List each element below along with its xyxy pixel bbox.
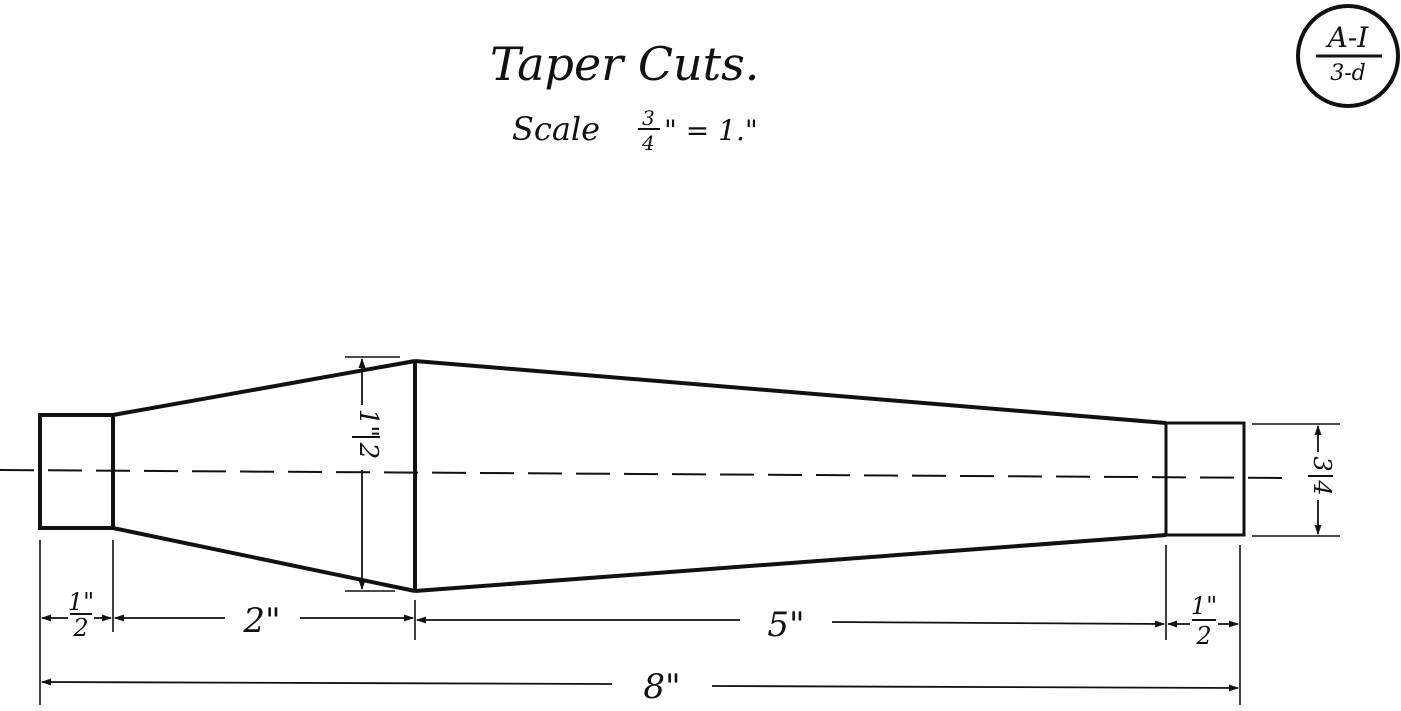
- left-taper-top-edge: [112, 359, 416, 417]
- dim-left-end-numerator: 1": [68, 588, 94, 616]
- dim-overall: 8": [643, 667, 680, 707]
- right-taper-bottom-edge: [414, 533, 1167, 593]
- dim-right-taper: 5": [767, 605, 804, 645]
- dim-right-end-diameter: 3 4: [1308, 456, 1336, 496]
- dim-left-end: 1" 2: [68, 588, 94, 642]
- scale-prefix: Scale: [512, 110, 600, 148]
- dim-right-end: 1" 2: [1191, 592, 1217, 650]
- drawing-title: Taper Cuts.: [490, 37, 759, 91]
- dim-left-end-denominator: 2: [72, 614, 88, 642]
- center-line: [0, 469, 1291, 479]
- scale-suffix: " = 1.": [664, 114, 758, 147]
- sheet-badge: A-I 3-d: [1296, 4, 1400, 108]
- dim-max-diameter: 1" 2: [352, 409, 383, 460]
- extension-lines: [39, 356, 1340, 705]
- left-taper-bottom-edge: [112, 526, 416, 593]
- dim-max-diameter-numerator: 1": [353, 409, 383, 438]
- right-cylinder: [1164, 421, 1246, 537]
- dim-right-end-denominator: 2: [1195, 622, 1211, 650]
- badge-circle: [1296, 4, 1400, 108]
- scale-numerator: 3: [642, 106, 655, 130]
- dimension-lines: [41, 358, 1322, 692]
- dim-left-taper: 2": [242, 601, 280, 641]
- scale-denominator: 4: [641, 131, 655, 155]
- badge-bottom: 3-d: [1330, 61, 1366, 86]
- dim-right-end-diameter-numerator: 3: [1308, 456, 1336, 471]
- right-taper-top-edge: [414, 359, 1167, 425]
- dim-right-end-diameter-denominator: 4: [1308, 479, 1336, 495]
- shaft-outline: [38, 359, 1246, 593]
- dim-max-diameter-denominator: 2: [353, 442, 383, 460]
- scale-note: Scale 3 4 " = 1.": [512, 106, 758, 155]
- badge-top: A-I: [1325, 21, 1370, 54]
- dim-right-end-numerator: 1": [1191, 592, 1217, 620]
